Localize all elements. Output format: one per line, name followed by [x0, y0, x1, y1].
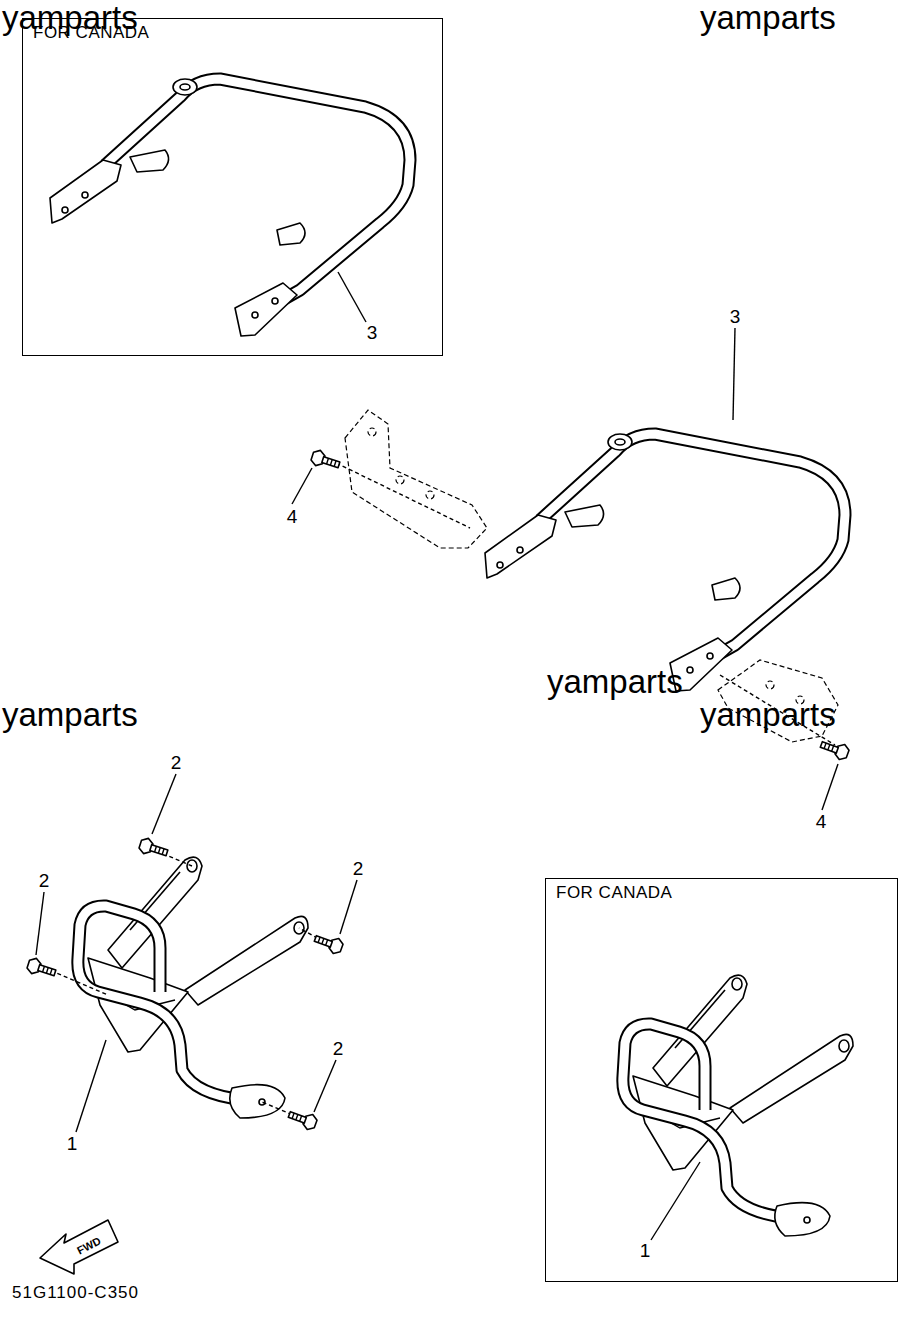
callout-number: 1	[67, 1134, 78, 1153]
callout-number: 3	[367, 323, 378, 342]
callout-number: 2	[353, 859, 364, 878]
region-box: FOR CANADA	[22, 18, 443, 356]
callout-number: 4	[816, 812, 827, 831]
region-box: FOR CANADA	[545, 878, 898, 1282]
region-heading: FOR CANADA	[556, 883, 672, 903]
watermark: yamparts	[700, 698, 836, 731]
watermark: yamparts	[2, 1, 138, 34]
diagram-code: 51G1100-C350	[12, 1284, 139, 1301]
callout-number: 4	[287, 507, 298, 526]
callout-number: 2	[39, 871, 50, 890]
watermark: yamparts	[700, 1, 836, 34]
callout-number: 2	[333, 1039, 344, 1058]
callout-number: 3	[730, 307, 741, 326]
watermark: yamparts	[2, 698, 138, 731]
callout-number: 2	[171, 753, 182, 772]
callout-number: 1	[640, 1241, 651, 1260]
watermark: yamparts	[547, 665, 683, 698]
